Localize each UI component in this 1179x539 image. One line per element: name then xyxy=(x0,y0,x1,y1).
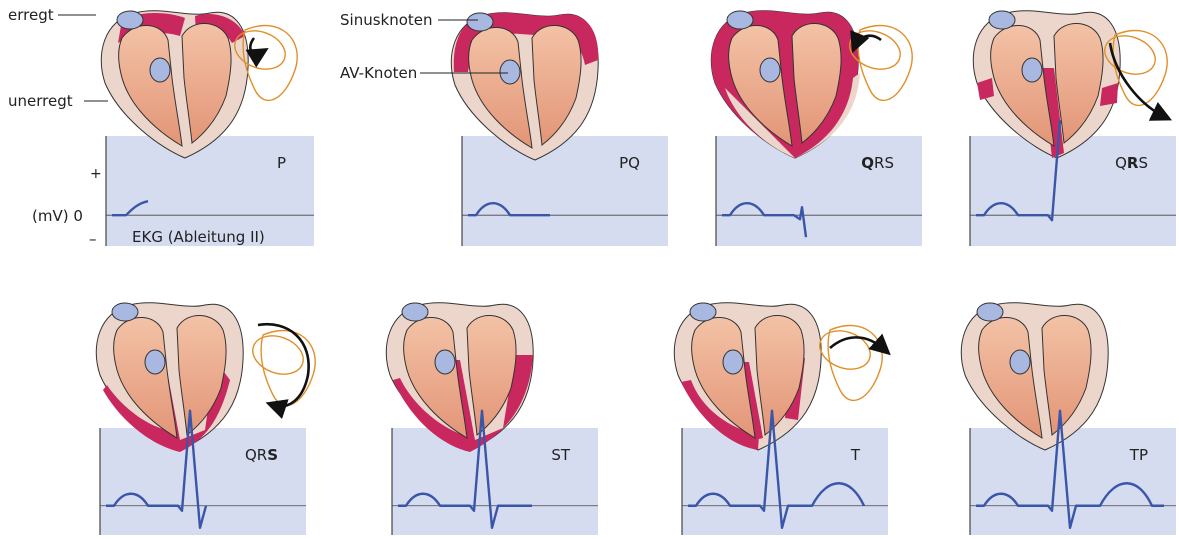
ecg-box xyxy=(970,136,1176,246)
phase-panel-7: T xyxy=(674,303,888,535)
vector-arrow xyxy=(250,38,262,54)
phase-label: QRS xyxy=(1115,154,1148,172)
phase-label: ST xyxy=(551,446,571,464)
sinus-node xyxy=(977,303,1003,321)
phase-panel-8: TP xyxy=(961,303,1176,535)
av-node xyxy=(435,350,455,374)
label-excited: erregt xyxy=(8,6,54,24)
phase-panel-3: QRS xyxy=(711,11,922,246)
phase-panel-6: ST xyxy=(386,303,598,535)
vector-loop-large xyxy=(1113,31,1167,106)
phase-label: TP xyxy=(1129,446,1148,464)
av-node xyxy=(145,350,165,374)
vector-loop-large xyxy=(243,26,297,101)
sinus-node xyxy=(727,11,753,29)
phase-panel-1: P xyxy=(101,11,314,246)
av-node xyxy=(1022,58,1042,82)
phase-panel-4: QRS xyxy=(970,11,1176,246)
vector-loop-large xyxy=(261,331,315,406)
ecg-box xyxy=(716,136,922,246)
phase-label: P xyxy=(277,154,286,172)
av-node xyxy=(1010,350,1030,374)
av-node xyxy=(500,60,520,84)
axis-minus: – xyxy=(89,230,97,248)
phase-label: QRS xyxy=(861,154,894,172)
sinus-node xyxy=(989,11,1015,29)
ecg-caption: EKG (Ableitung II) xyxy=(132,228,265,246)
sinus-node xyxy=(467,13,493,31)
sinus-node xyxy=(112,303,138,321)
av-node xyxy=(723,350,743,374)
sinus-node xyxy=(117,11,143,29)
phase-label: PQ xyxy=(619,154,640,172)
sinus-node xyxy=(690,303,716,321)
phase-label: QRS xyxy=(245,446,278,464)
axis-zero-label: (mV) 0 xyxy=(32,207,83,225)
phase-panel-5: QRS xyxy=(96,303,315,535)
av-node xyxy=(760,58,780,82)
vector-loop-small xyxy=(814,324,875,376)
phase-panel-2: PQ xyxy=(451,13,668,246)
label-sinus-node: Sinusknoten xyxy=(340,11,433,29)
ecg-box xyxy=(462,136,668,246)
axis-plus: + xyxy=(90,166,102,182)
av-node xyxy=(150,58,170,82)
label-unexcited: unerregt xyxy=(8,92,73,110)
sinus-node xyxy=(402,303,428,321)
label-av-node: AV-Knoten xyxy=(340,64,417,82)
phase-label: T xyxy=(850,446,861,464)
